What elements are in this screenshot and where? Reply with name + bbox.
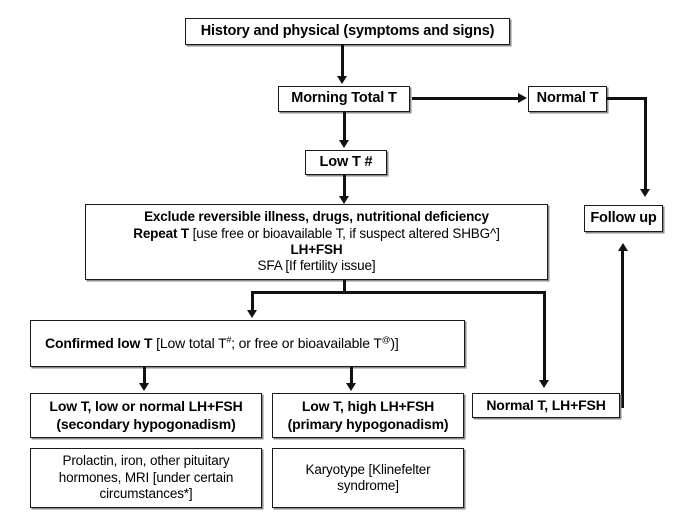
node-primary-line1: Low T, high LH+FSH xyxy=(301,398,435,415)
node-follow-up-label: Follow up xyxy=(590,209,657,226)
edge-normalt-to-followup-h xyxy=(607,97,647,100)
node-secondary-content: Low T, low or normal LH+FSH (secondary h… xyxy=(31,398,261,432)
edge-lowt-to-exclude-arrow xyxy=(339,196,349,204)
edge-normalt-to-followup-v xyxy=(644,97,647,190)
node-confirmed-rest-b: ; or free or bioavailable T xyxy=(231,334,382,351)
edge-confirmed-to-secondary-v xyxy=(143,367,146,384)
node-history-and-physical: History and physical (symptoms and signs… xyxy=(185,18,510,45)
node-karyotype-line1: Karyotype [Klinefelter xyxy=(305,461,431,477)
edge-confirmed-to-primary-v xyxy=(350,367,353,384)
node-history-label: History and physical (symptoms and signs… xyxy=(200,22,495,39)
edge-morning-to-normal-arrow xyxy=(518,93,527,103)
node-primary-hypogonadism: Low T, high LH+FSH (primary hypogonadism… xyxy=(272,393,464,438)
node-confirmed-rest-c: )] xyxy=(390,334,399,351)
node-exclude-line4: SFA [If fertility issue] xyxy=(257,258,376,274)
node-follow-up: Follow up xyxy=(584,205,663,232)
edge-exclude-to-normaltlhfsh-arrow xyxy=(539,380,549,388)
node-secondary-hypogonadism: Low T, low or normal LH+FSH (secondary h… xyxy=(30,393,262,438)
node-normal-t: Normal T xyxy=(528,86,607,112)
node-low-t: Low T # xyxy=(305,150,387,175)
node-morning-total-t: Morning Total T xyxy=(278,86,410,112)
node-secondary-line2: (secondary hypogonadism) xyxy=(56,415,236,432)
node-exclude-reversible-illness: Exclude reversible illness, drugs, nutri… xyxy=(85,204,548,280)
edge-lowt-to-exclude-line xyxy=(343,175,346,197)
node-karyotype-content: Karyotype [Klinefelter syndrome] xyxy=(273,462,463,495)
node-prolactin-line1: Prolactin, iron, other pituitary xyxy=(62,453,230,469)
node-normal-t-lh-fsh: Normal T, LH+FSH xyxy=(472,393,620,418)
node-primary-content: Low T, high LH+FSH (primary hypogonadism… xyxy=(273,398,463,432)
edge-exclude-to-confirmed-arrow xyxy=(247,310,257,318)
edge-normaltlhfsh-to-followup-arrow xyxy=(618,243,628,251)
node-exclude-line1: Exclude reversible illness, drugs, nutri… xyxy=(144,209,489,225)
edge-exclude-bus-stem xyxy=(343,280,346,293)
node-prolactin-line3: circumstances*] xyxy=(99,486,193,502)
edge-exclude-to-normaltlhfsh-v xyxy=(543,291,546,381)
node-normal-t-label: Normal T xyxy=(536,90,599,107)
node-exclude-line2-rest: [use free or bioavailable T, if suspect … xyxy=(189,225,500,241)
node-exclude-line3: LH+FSH xyxy=(290,242,343,257)
edge-confirmed-to-secondary-arrow xyxy=(139,383,149,391)
node-confirmed-content: Confirmed low T [Low total T#; or free o… xyxy=(31,335,464,352)
node-primary-line2: (primary hypogonadism) xyxy=(287,415,449,432)
node-karyotype-workup: Karyotype [Klinefelter syndrome] xyxy=(272,448,464,508)
node-morning-total-t-label: Morning Total T xyxy=(291,90,397,107)
node-low-t-label: Low T # xyxy=(319,153,373,170)
node-confirmed-low-t: Confirmed low T [Low total T#; or free o… xyxy=(30,320,465,367)
edge-normaltlhfsh-to-followup-v xyxy=(621,250,624,407)
node-prolactin-line2: hormones, MRI [under certain xyxy=(58,469,234,485)
node-prolactin-workup: Prolactin, iron, other pituitary hormone… xyxy=(30,448,262,508)
edge-history-to-morning-line xyxy=(341,45,344,77)
node-normal-t-lh-fsh-label: Normal T, LH+FSH xyxy=(486,396,606,413)
edge-morning-to-lowt-line xyxy=(343,112,346,141)
node-exclude-content: Exclude reversible illness, drugs, nutri… xyxy=(86,209,547,275)
node-exclude-line2: Repeat T [use free or bioavailable T, if… xyxy=(90,226,543,242)
edge-confirmed-to-primary-arrow xyxy=(346,383,356,391)
node-confirmed-bold: Confirmed low T xyxy=(45,334,153,351)
node-confirmed-sup-hash: # xyxy=(226,334,232,345)
node-exclude-line2-bold: Repeat T xyxy=(133,225,190,241)
edge-normalt-to-followup-arrow xyxy=(640,189,650,197)
node-confirmed-sup-at: @ xyxy=(381,334,391,345)
edge-morning-to-lowt-arrow xyxy=(339,140,349,148)
node-karyotype-line2: syndrome] xyxy=(337,478,399,493)
edge-exclude-bus-horizontal xyxy=(251,291,546,294)
node-prolactin-content: Prolactin, iron, other pituitary hormone… xyxy=(31,453,261,502)
edge-exclude-to-confirmed-v xyxy=(251,291,254,311)
edge-morning-to-normal-line xyxy=(412,97,520,100)
node-secondary-line1: Low T, low or normal LH+FSH xyxy=(49,398,243,415)
node-confirmed-rest-a: [Low total T xyxy=(152,334,227,351)
edge-history-to-morning-arrow xyxy=(337,76,347,84)
